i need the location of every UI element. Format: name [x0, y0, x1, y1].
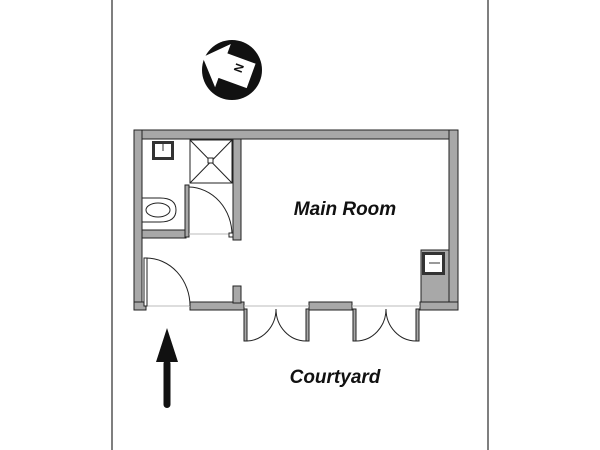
- main-room-label: Main Room: [294, 199, 396, 220]
- entrance-arrow-icon: [156, 328, 178, 408]
- bathroom-sink-icon: [152, 141, 174, 160]
- outer-walls: [133, 129, 459, 311]
- bathroom-walls: [141, 138, 242, 241]
- north-compass-icon: N: [202, 40, 262, 100]
- toilet-icon: [141, 197, 177, 223]
- courtyard-label: Courtyard: [290, 367, 381, 388]
- entry-door: [143, 257, 191, 307]
- shower-icon: [189, 139, 233, 184]
- french-door-right: [352, 308, 420, 342]
- kitchen-sink-icon: [420, 249, 450, 303]
- bathroom-door: [188, 186, 234, 238]
- french-door-left: [243, 308, 310, 342]
